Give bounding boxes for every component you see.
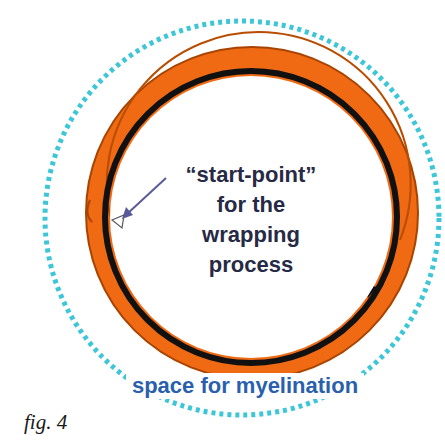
dotted-circle xyxy=(45,21,439,415)
leader-arrowhead xyxy=(122,207,133,219)
start-point-marker xyxy=(112,215,124,228)
wrap-bulge xyxy=(87,200,92,222)
myelination-space: space for myelination “start-point” for t… xyxy=(42,18,442,418)
start-point-label: “start-point” for the wrapping process xyxy=(171,160,331,280)
leader-line xyxy=(127,178,166,214)
region-label: space for myelination xyxy=(126,373,364,399)
axon-interior xyxy=(110,76,392,358)
axon-membrane xyxy=(105,71,397,363)
myelin-wrap xyxy=(86,47,418,379)
figure-caption: fig. 4 xyxy=(24,410,67,435)
axon-circle: “start-point” for the wrapping process xyxy=(108,74,394,360)
